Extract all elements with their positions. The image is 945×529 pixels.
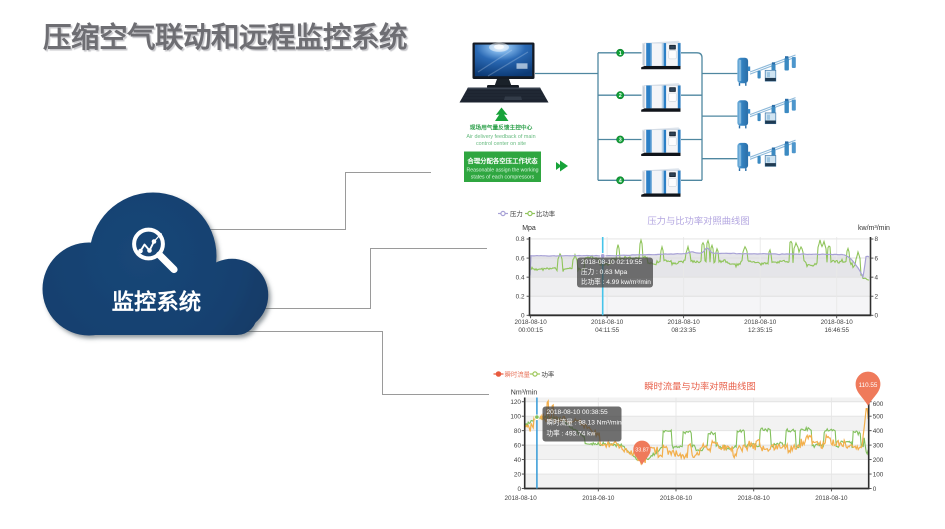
svg-text:400: 400 [873,428,884,435]
svg-text:压缩空气联动和远程监控系统: 压缩空气联动和远程监控系统 [43,21,407,54]
svg-text:0.4: 0.4 [516,275,525,282]
svg-text:功率: 功率 [542,370,555,379]
svg-text:6: 6 [875,255,879,262]
svg-text:100: 100 [510,414,521,421]
svg-text:0: 0 [517,486,521,493]
svg-text:2018-08-10: 2018-08-10 [744,319,777,326]
svg-text:2018-08-10: 2018-08-10 [660,495,693,502]
svg-text:4: 4 [619,178,622,184]
svg-text:600: 600 [873,401,884,408]
svg-text:压力与比功率对照曲线图: 压力与比功率对照曲线图 [647,215,749,226]
svg-text:瞬时流量: 瞬时流量 [505,370,531,379]
svg-text:04:11:55: 04:11:55 [595,327,620,334]
svg-text:0.2: 0.2 [516,294,525,301]
svg-text:500: 500 [873,414,884,421]
svg-text:110.55: 110.55 [859,382,878,389]
svg-text:合理分配各空压工作状态: 合理分配各空压工作状态 [466,156,538,165]
svg-text:120: 120 [510,399,521,406]
svg-text:比功率: 比功率 [536,209,556,218]
svg-text:8: 8 [875,236,879,243]
svg-text:0: 0 [875,313,879,320]
svg-text:states of each compressors: states of each compressors [471,175,535,181]
svg-text:2018-08-10: 2018-08-10 [821,319,854,326]
svg-text:33.87: 33.87 [635,448,649,454]
svg-text:功率 : 493.74 kw: 功率 : 493.74 kw [547,428,596,437]
svg-text:压力 : 0.63 Mpa: 压力 : 0.63 Mpa [581,267,628,276]
svg-text:Mpa: Mpa [522,225,536,232]
svg-text:kw/m³/min: kw/m³/min [858,225,890,232]
svg-text:2018-08-10: 2018-08-10 [582,495,615,502]
svg-text:12:35:15: 12:35:15 [748,327,773,334]
svg-text:0: 0 [873,486,877,493]
svg-text:200: 200 [873,457,884,464]
svg-text:Air delivery feedback of main: Air delivery feedback of main [466,134,535,140]
svg-text:0: 0 [521,313,525,320]
svg-text:1: 1 [619,51,622,57]
svg-text:300: 300 [873,442,884,449]
svg-text:监控系统: 监控系统 [112,289,202,315]
svg-text:2018-08-10: 2018-08-10 [514,319,547,326]
svg-text:比功率 : 4.99 kw/m³/min: 比功率 : 4.99 kw/m³/min [581,277,651,286]
svg-text:80: 80 [514,428,522,435]
svg-text:0.8: 0.8 [516,236,525,243]
svg-text:2: 2 [619,93,622,99]
svg-text:00:00:15: 00:00:15 [518,327,543,334]
svg-text:2018-08-10 02:19:55: 2018-08-10 02:19:55 [581,259,643,266]
svg-text:2018-08-10: 2018-08-10 [738,495,771,502]
svg-text:control center on site: control center on site [476,141,526,147]
svg-text:4: 4 [875,275,879,282]
svg-text:60: 60 [514,442,522,449]
svg-text:40: 40 [514,457,522,464]
svg-text:瞬时流量 : 98.13 Nm³/min: 瞬时流量 : 98.13 Nm³/min [547,418,622,427]
svg-text:Reasonable assign the working: Reasonable assign the working [466,168,538,174]
svg-text:压力: 压力 [510,209,523,218]
svg-text:100: 100 [873,471,884,478]
svg-text:16:46:55: 16:46:55 [824,327,849,334]
svg-text:瞬时流量与功率对照曲线图: 瞬时流量与功率对照曲线图 [644,381,756,392]
svg-text:2018-08-10: 2018-08-10 [591,319,624,326]
svg-text:Nm³/min: Nm³/min [511,390,538,397]
svg-text:2018-08-10: 2018-08-10 [667,319,700,326]
svg-text:2018-08-10: 2018-08-10 [815,495,848,502]
svg-text:3: 3 [619,138,622,144]
svg-text:08:23:35: 08:23:35 [671,327,696,334]
svg-text:2: 2 [875,294,879,301]
svg-text:2018-08-10: 2018-08-10 [504,495,537,502]
svg-text:0.6: 0.6 [516,255,525,262]
svg-text:现场用气量反馈主控中心: 现场用气量反馈主控中心 [470,124,533,132]
svg-text:20: 20 [514,471,522,478]
svg-text:2018-08-10 00:38:55: 2018-08-10 00:38:55 [547,409,609,416]
